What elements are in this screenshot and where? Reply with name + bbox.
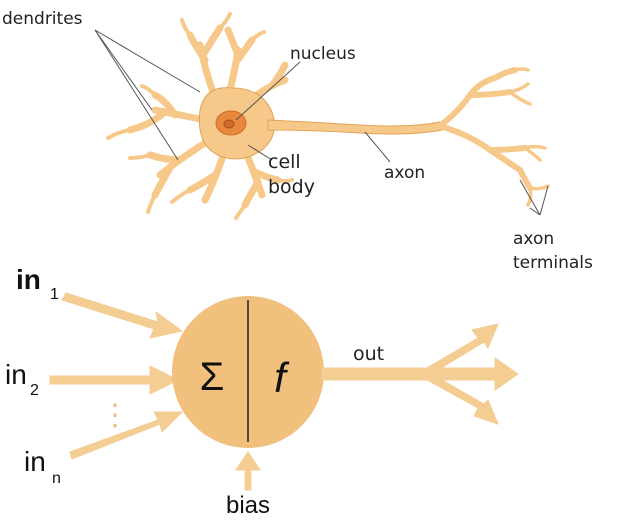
dendrites-leader-1 bbox=[94, 29, 201, 93]
dendrites-leader-2 bbox=[94, 29, 153, 111]
perceptron: Σ f out in 1 in 2 ⋮ in n bias bbox=[5, 264, 519, 519]
output-label: out bbox=[353, 343, 384, 365]
nucleus-label: nucleus bbox=[290, 44, 356, 64]
terminals-leader-3 bbox=[529, 207, 541, 216]
dendrites-label: dendrites bbox=[2, 9, 83, 29]
nucleolus bbox=[223, 119, 235, 129]
output-arrows bbox=[321, 323, 519, 425]
axon-terminals-thin bbox=[508, 67, 550, 207]
dendrites-thin bbox=[106, 12, 294, 220]
neuron-leader-lines bbox=[94, 29, 549, 216]
input-n-subscript: n bbox=[52, 470, 61, 487]
input-1-subscript: 1 bbox=[50, 286, 59, 303]
axon-terminals-label-line1: axon bbox=[513, 229, 554, 249]
axon-label: axon bbox=[384, 163, 425, 183]
input-arrow-2 bbox=[49, 365, 180, 395]
input-label-1: in 1 bbox=[16, 264, 59, 303]
sum-symbol: Σ bbox=[200, 355, 225, 399]
output-arrow-lower bbox=[418, 371, 499, 425]
input-arrow-1 bbox=[61, 292, 184, 339]
dendrites-leader-3 bbox=[94, 29, 179, 161]
axon-leader bbox=[364, 131, 391, 163]
cell-body-label-line2: body bbox=[268, 176, 315, 198]
output-arrow-main bbox=[321, 357, 519, 391]
input-arrow-n bbox=[69, 411, 184, 460]
input-arrows bbox=[49, 292, 261, 491]
input-1-base: in bbox=[16, 264, 41, 295]
bias-label: bias bbox=[226, 492, 270, 519]
terminals-leader-2 bbox=[539, 185, 549, 216]
biological-neuron bbox=[106, 12, 550, 220]
input-ellipsis: ⋮ bbox=[100, 399, 130, 432]
output-arrow-upper bbox=[418, 323, 499, 377]
axon-terminals bbox=[437, 67, 533, 191]
terminals-leader-1 bbox=[519, 179, 541, 216]
bias-arrow bbox=[235, 451, 261, 491]
input-label-n: in n bbox=[24, 446, 61, 487]
input-label-2: in 2 bbox=[5, 359, 39, 399]
input-2-base: in bbox=[5, 359, 27, 390]
input-2-subscript: 2 bbox=[30, 382, 39, 399]
cell-body-leader bbox=[247, 144, 273, 161]
nucleus-leader bbox=[235, 61, 301, 121]
input-n-base: in bbox=[24, 446, 46, 477]
axon bbox=[267, 119, 443, 135]
cell-body-label-line1: cell bbox=[268, 151, 301, 173]
axon-terminals-label-line2: terminals bbox=[513, 253, 593, 273]
